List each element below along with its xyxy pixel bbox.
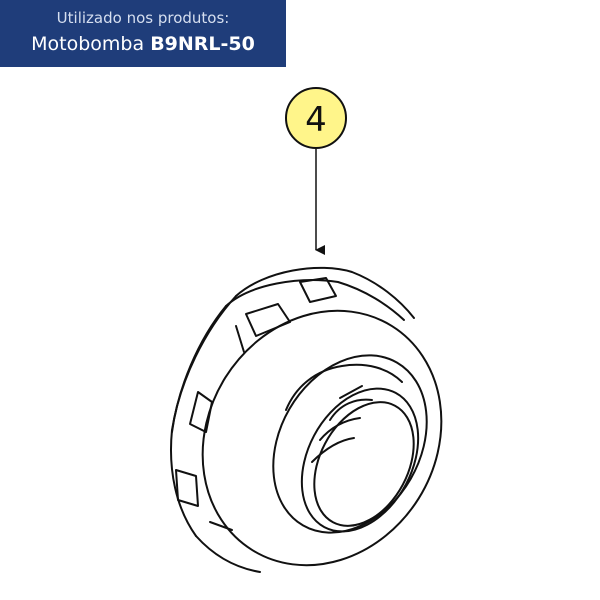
impeller-front-shroud <box>201 309 443 567</box>
header-subtitle: Utilizado nos produtos: <box>56 9 230 27</box>
impeller-vane <box>195 535 261 573</box>
impeller-vane <box>189 391 213 433</box>
impeller-part[interactable] <box>155 266 488 600</box>
impeller-vane <box>209 521 233 531</box>
header-product-title: Motobomba B9NRL-50 <box>0 33 286 55</box>
product-model: B9NRL-50 <box>150 33 255 55</box>
product-prefix: Motobomba <box>31 33 145 55</box>
impeller-back-outline-2 <box>171 305 227 433</box>
callout-number: 4 <box>305 100 327 140</box>
header-banner: Utilizado nos produtos: Motobomba B9NRL-… <box>0 0 286 67</box>
impeller-inner-vane <box>339 385 363 399</box>
impeller-inner-vane <box>329 398 373 421</box>
impeller-hub-outer <box>272 354 428 534</box>
impeller-inner-vane <box>311 437 355 463</box>
impeller-hub-neck <box>285 363 403 411</box>
impeller-vane <box>175 469 199 507</box>
impeller-eye-inner <box>313 401 415 527</box>
impeller-inner-vane <box>319 417 361 441</box>
callout-bubble[interactable]: 4 <box>285 87 347 149</box>
callout-circle <box>285 87 347 149</box>
impeller-vane <box>235 325 245 353</box>
impeller-back-rim <box>235 266 415 319</box>
impeller-vane <box>299 277 337 303</box>
impeller-vane <box>245 303 291 337</box>
impeller-eye-opening <box>300 387 420 533</box>
impeller-back-rim-inner <box>225 279 405 321</box>
